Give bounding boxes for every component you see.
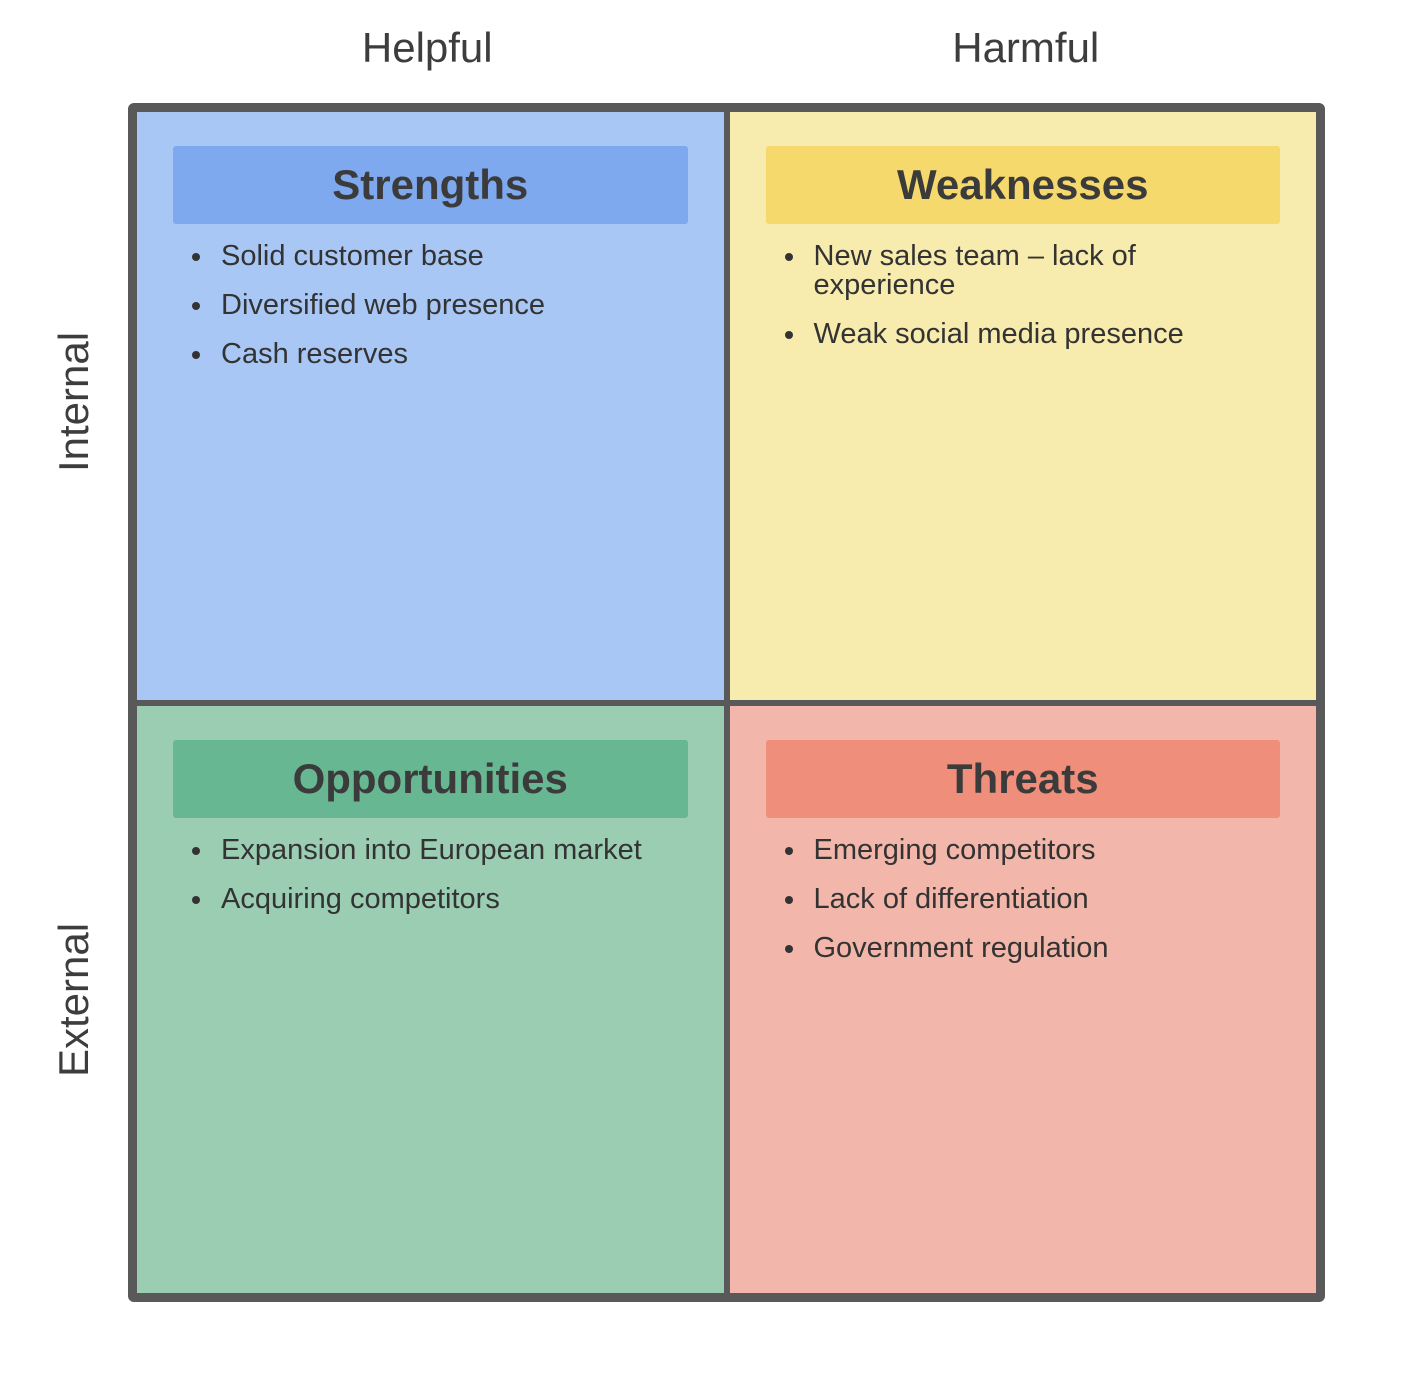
list-item: Cash reserves <box>215 340 688 369</box>
list-item: Emerging competitors <box>808 835 1281 865</box>
weaknesses-list: New sales team – lack of experience Weak… <box>766 242 1281 349</box>
quadrant-strengths: Strengths Solid customer base Diversifie… <box>137 112 724 700</box>
strengths-list: Solid customer base Diversified web pres… <box>173 242 688 369</box>
list-item: Solid customer base <box>215 242 688 271</box>
list-item: Lack of differentiation <box>808 884 1281 914</box>
quadrant-threats: Threats Emerging competitors Lack of dif… <box>729 705 1316 1293</box>
axis-label-harmful: Harmful <box>952 24 1100 71</box>
weaknesses-title: Weaknesses <box>765 146 1280 224</box>
strengths-title: Strengths <box>173 146 688 224</box>
list-item: Government regulation <box>808 933 1281 963</box>
list-item: Expansion into European market <box>215 835 688 865</box>
swot-grid: Strengths Solid customer base Diversifie… <box>128 103 1325 1302</box>
quadrant-opportunities: Opportunities Expansion into European ma… <box>137 705 724 1293</box>
axis-label-internal: Internal <box>50 331 97 473</box>
quadrant-weaknesses: Weaknesses New sales team – lack of expe… <box>729 112 1316 700</box>
threats-title: Threats <box>765 739 1280 818</box>
axis-label-external: External <box>50 922 97 1078</box>
opportunities-list: Expansion into European market Acquiring… <box>173 835 688 914</box>
list-item: New sales team – lack of experience <box>808 242 1281 300</box>
top-axis-labels: Helpful Harmful <box>128 24 1325 72</box>
list-item: Weak social media presence <box>808 320 1281 349</box>
list-item: Acquiring competitors <box>215 884 688 914</box>
opportunities-title: Opportunities <box>173 739 688 818</box>
threats-list: Emerging competitors Lack of differentia… <box>766 835 1281 963</box>
list-item: Diversified web presence <box>215 291 688 320</box>
axis-label-helpful: Helpful <box>361 24 493 71</box>
